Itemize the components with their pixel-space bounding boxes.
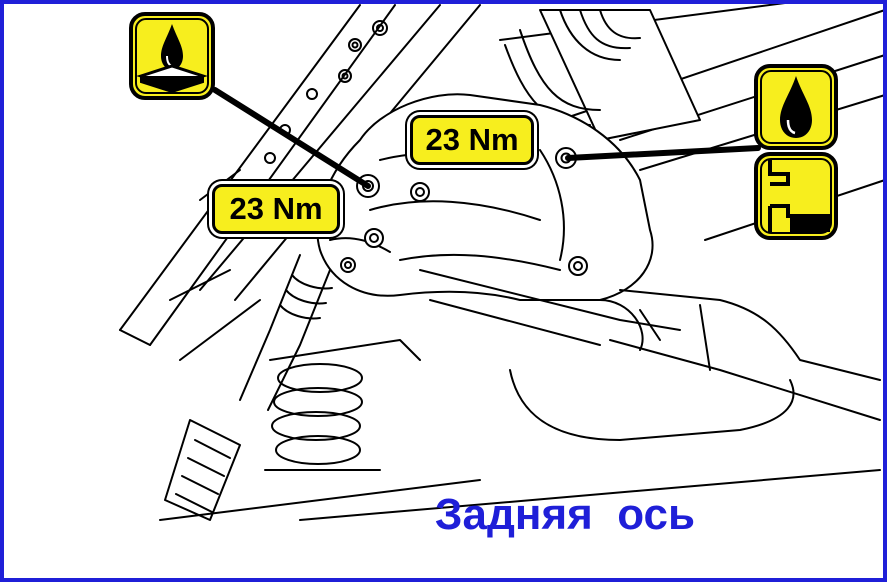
leader-lines [212, 87, 761, 189]
fluid-level-icon [752, 150, 840, 247]
torque-label-center: 23 Nm [410, 115, 534, 165]
coil-spring [264, 339, 421, 471]
lower-structure [159, 169, 881, 521]
grease-lubricant-icon [127, 10, 217, 107]
oil-drop-icon [752, 62, 840, 157]
housing-bolts [340, 147, 588, 276]
left-axle [164, 254, 333, 521]
right-axle [419, 269, 881, 421]
diagram-caption: Задняя ось [434, 490, 696, 539]
torque-label-left: 23 Nm [212, 184, 340, 234]
